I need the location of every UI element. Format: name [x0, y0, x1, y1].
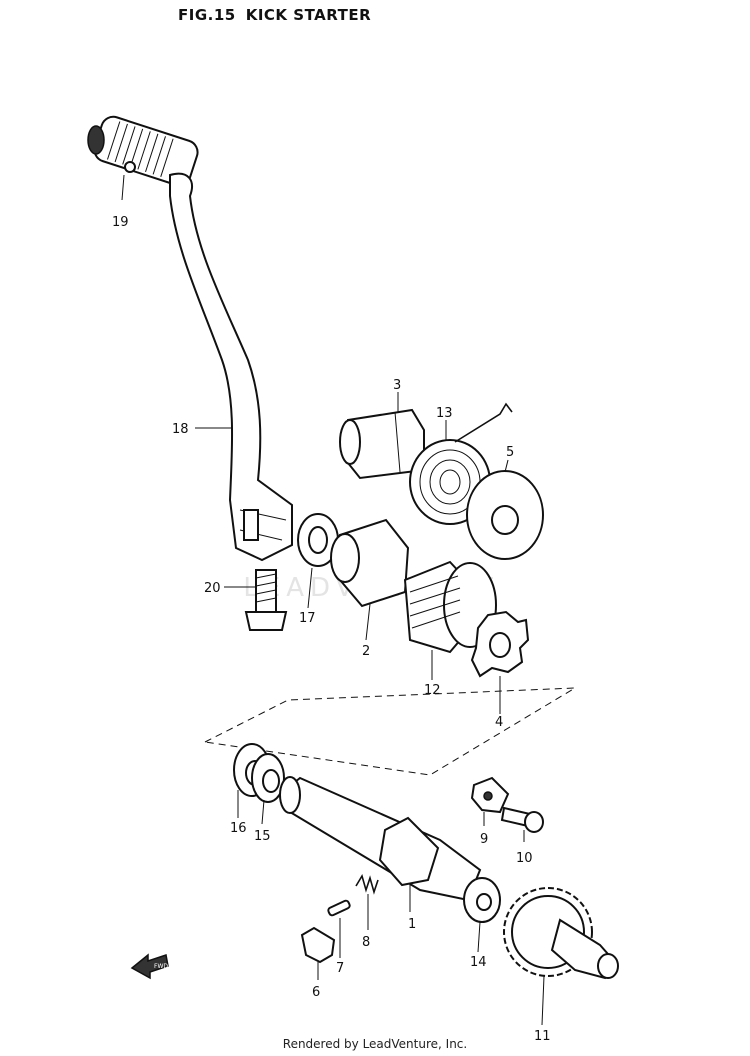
callout-16: 16 [230, 821, 247, 836]
part-20-bolt[interactable] [244, 569, 288, 631]
assembly-dash-outline [204, 687, 576, 776]
footer-credit: Rendered by LeadVenture, Inc. [282, 1037, 468, 1051]
part-4-stopper[interactable] [470, 610, 530, 678]
callout-8: 8 [362, 935, 370, 950]
callout-6: 6 [312, 985, 320, 1000]
callout-9: 9 [480, 832, 488, 847]
callout-2: 2 [362, 644, 370, 659]
callout-13: 13 [436, 406, 453, 421]
callout-14: 14 [470, 955, 487, 970]
figure-number: FIG.15 [178, 6, 236, 24]
part-3-guide[interactable] [339, 408, 425, 480]
fwd-arrow-icon: FWD [130, 953, 169, 980]
part-2-drive-sleeve[interactable] [330, 518, 410, 608]
figure-title: KICK STARTER [245, 6, 372, 24]
fwd-label: FWD [154, 963, 168, 970]
part-5-washer[interactable] [466, 470, 544, 560]
part-11-idler-gear[interactable] [503, 887, 619, 980]
callout-labels: 19 18 3 13 5 20 17 2 12 4 16 15 9 10 1 8… [112, 215, 551, 1044]
part-15-circlip[interactable] [251, 753, 285, 803]
part-8-spring[interactable] [355, 874, 379, 895]
part-18-kick-lever[interactable] [169, 172, 293, 562]
part-7-pin[interactable] [327, 899, 351, 917]
leader-lines [121, 174, 545, 1026]
callout-18: 18 [172, 422, 189, 437]
page-title: FIG.15 KICK STARTER [178, 6, 371, 24]
callout-19: 19 [112, 215, 129, 230]
callout-4: 4 [495, 715, 503, 730]
callout-7: 7 [336, 961, 344, 976]
callout-17: 17 [299, 611, 316, 626]
callout-5: 5 [506, 445, 514, 460]
callout-11: 11 [534, 1029, 551, 1044]
callout-3: 3 [393, 378, 401, 393]
part-6-pawl[interactable] [300, 926, 336, 964]
callout-12: 12 [424, 683, 441, 698]
part-19-kick-grip[interactable] [87, 114, 201, 189]
callout-15: 15 [254, 829, 271, 844]
part-14-washer[interactable] [463, 877, 501, 923]
callout-1: 1 [408, 917, 416, 932]
part-10-screw[interactable] [500, 806, 544, 833]
part-1-kick-shaft[interactable] [279, 776, 482, 902]
callout-10: 10 [516, 851, 533, 866]
callout-20: 20 [204, 581, 221, 596]
part-9-guide-plate[interactable] [470, 776, 510, 814]
